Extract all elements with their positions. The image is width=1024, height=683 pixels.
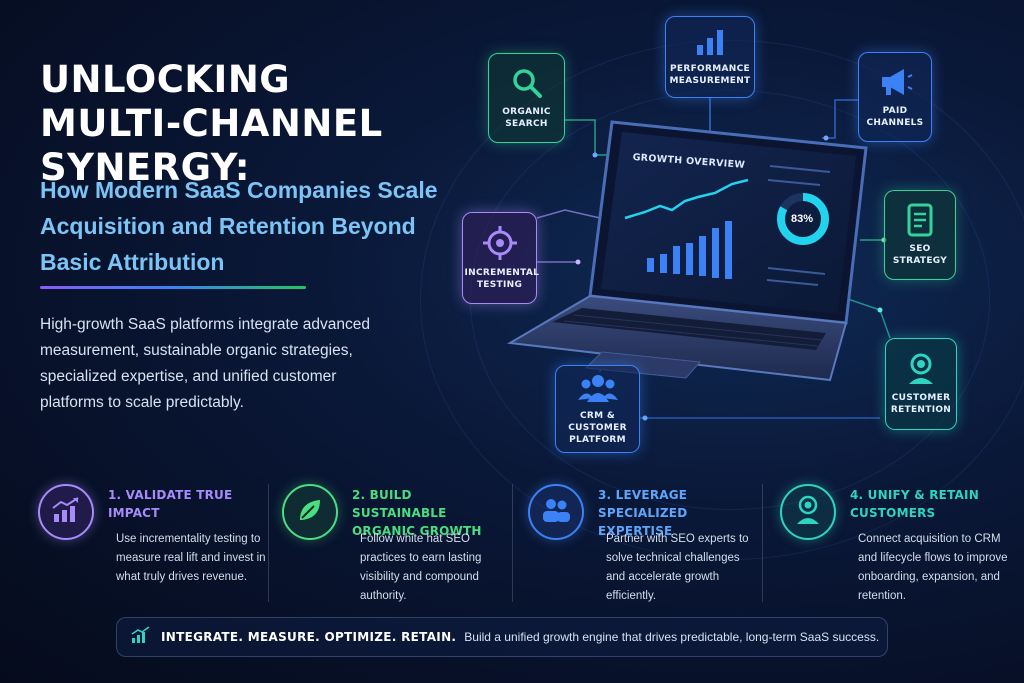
step-title: 1. VALIDATE TRUE IMPACT	[108, 488, 233, 520]
gradient-divider	[40, 286, 306, 289]
page-title: UNLOCKING MULTI-CHANNEL SYNERGY:	[40, 58, 510, 190]
node-label: PAID CHANNELS	[866, 106, 924, 128]
step-unify-retain: 4. UNIFY & RETAIN CUSTOMERS Connect acqu…	[772, 478, 1008, 608]
step-text: Connect acquisition to CRM and lifecycle…	[858, 533, 1008, 602]
bar-chart-icon	[693, 27, 727, 57]
page-subtitle: How Modern SaaS Companies Scale Acquisit…	[40, 177, 438, 275]
banner-headline: INTEGRATE. MEASURE. OPTIMIZE. RETAIN.	[161, 630, 457, 644]
document-icon	[906, 203, 934, 237]
steps-row: 1. VALIDATE TRUE IMPACT Use incrementali…	[30, 478, 1008, 608]
laptop-illustration	[506, 120, 868, 382]
node-customer-retention: CUSTOMER RETENTION	[885, 338, 957, 430]
step-validate: 1. VALIDATE TRUE IMPACT Use incrementali…	[30, 478, 266, 608]
users-icon	[577, 372, 618, 404]
node-label: PERFORMANCE MEASUREMENT	[669, 64, 751, 86]
node-organic-search: ORGANIC SEARCH	[488, 53, 565, 143]
chart-bar	[712, 228, 719, 278]
node-label: SEO STRATEGY	[892, 244, 948, 266]
node-incremental-testing: INCREMENTAL TESTING	[462, 212, 540, 304]
step-divider	[512, 484, 513, 602]
node-label: CRM & CUSTOMER PLATFORM	[568, 411, 627, 445]
customer-icon	[794, 495, 822, 530]
leaf-icon	[296, 496, 324, 529]
step-title: 4. UNIFY & RETAIN CUSTOMERS	[850, 488, 979, 520]
summary-banner: INTEGRATE. MEASURE. OPTIMIZE. RETAIN. Bu…	[116, 617, 888, 657]
step-icon-circle	[780, 484, 836, 540]
team-icon	[540, 497, 572, 528]
step-text: Use incrementality testing to measure re…	[116, 533, 266, 583]
title-line-1: UNLOCKING	[40, 58, 291, 101]
step-text: Partner with SEO experts to solve techni…	[606, 533, 749, 602]
node-label: ORGANIC SEARCH	[502, 107, 551, 129]
node-crm-customer-platform: CRM & CUSTOMER PLATFORM	[555, 365, 640, 453]
step-divider	[268, 484, 269, 602]
step-title: 3. LEVERAGE SPECIALIZED EXPERTISE	[598, 488, 688, 538]
step-divider	[762, 484, 763, 602]
magnifier-icon	[510, 66, 544, 100]
chart-bar	[699, 236, 706, 276]
step-text: Follow white hat SEO practices to earn l…	[360, 533, 482, 602]
step-icon-circle	[38, 484, 94, 540]
step-build-organic: 2. BUILD SUSTAINABLE ORGANIC GROWTH Foll…	[274, 478, 509, 608]
chart-bar	[660, 254, 667, 273]
donut-value: 83%	[790, 213, 814, 225]
node-performance-measurement: PERFORMANCE MEASUREMENT	[665, 16, 755, 98]
line-chart	[624, 178, 749, 220]
growth-chart-icon	[131, 625, 151, 649]
step-leverage-expertise: 3. LEVERAGE SPECIALIZED EXPERTISE Partne…	[520, 478, 755, 608]
chart-bar	[647, 258, 654, 272]
chart-bar	[725, 221, 732, 279]
intro-paragraph: High-growth SaaS platforms integrate adv…	[40, 316, 370, 411]
banner-text: Build a unified growth engine that drive…	[464, 630, 880, 644]
user-badge-icon	[904, 352, 938, 386]
step-icon-circle	[282, 484, 338, 540]
node-seo-strategy: SEO STRATEGY	[884, 190, 956, 280]
trend-chart-icon	[51, 496, 81, 529]
target-icon	[482, 225, 518, 261]
chart-bar	[686, 243, 693, 275]
donut-chart	[777, 193, 829, 245]
node-label: INCREMENTAL TESTING	[464, 268, 540, 290]
title-line-2: MULTI-CHANNEL SYNERGY:	[40, 102, 383, 189]
node-label: CUSTOMER RETENTION	[890, 393, 952, 415]
node-paid-channels: PAID CHANNELS	[858, 52, 932, 142]
megaphone-icon	[876, 65, 914, 99]
step-title: 2. BUILD SUSTAINABLE ORGANIC GROWTH	[352, 488, 482, 538]
chart-bar	[673, 246, 680, 274]
step-icon-circle	[528, 484, 584, 540]
